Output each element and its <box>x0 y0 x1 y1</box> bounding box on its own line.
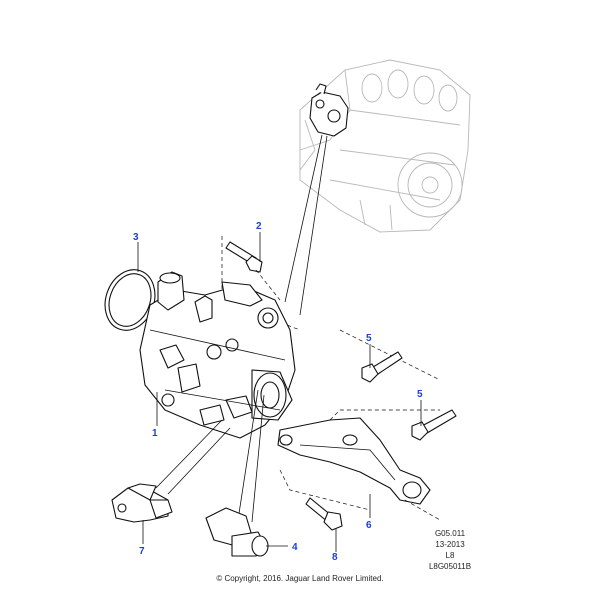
bolt-8 <box>305 497 343 531</box>
callout-1: 1 <box>152 428 158 439</box>
leader-pump-7b <box>167 427 231 495</box>
bracket-guide <box>279 329 441 521</box>
pump-support-bracket <box>277 417 431 505</box>
o-ring-inner <box>108 273 152 327</box>
fuel-pressure-sensor <box>111 483 173 523</box>
reference-date: 13-2013 <box>435 540 465 549</box>
leader-pump-4b <box>251 394 265 523</box>
copyright-notice: © Copyright, 2016. Jaguar Land Rover Lim… <box>216 574 384 583</box>
reference-model: L8 <box>445 551 455 560</box>
callout-7: 7 <box>139 546 145 557</box>
leader-engine-2 <box>299 135 328 316</box>
drawing-reference-block: G05.011 13-2013 L8 L8G05011B <box>400 528 500 572</box>
leader-engine-1 <box>284 134 323 303</box>
callout-5-upper: 5 <box>366 333 372 344</box>
leader-pump-7 <box>155 419 223 489</box>
callout-4: 4 <box>292 542 298 553</box>
high-pressure-fuel-pump <box>139 271 296 439</box>
bolt-5-lower <box>411 409 457 441</box>
leader-pump-4 <box>237 389 259 521</box>
reference-code: G05.011 <box>434 529 466 538</box>
callout-6: 6 <box>366 520 372 531</box>
fuel-metering-valve <box>205 507 269 557</box>
bolt-2 <box>225 241 263 273</box>
callout-5-lower: 5 <box>417 389 423 400</box>
bolt-5-upper <box>361 351 403 383</box>
reference-drawing-id: L8G05011B <box>428 562 472 571</box>
bolt-2-guide <box>221 236 301 331</box>
callout-3: 3 <box>133 232 139 243</box>
engine-block-ghost <box>299 59 471 233</box>
callout-2: 2 <box>256 221 262 232</box>
callout-8: 8 <box>332 552 338 563</box>
pump-location-highlight <box>309 83 349 137</box>
